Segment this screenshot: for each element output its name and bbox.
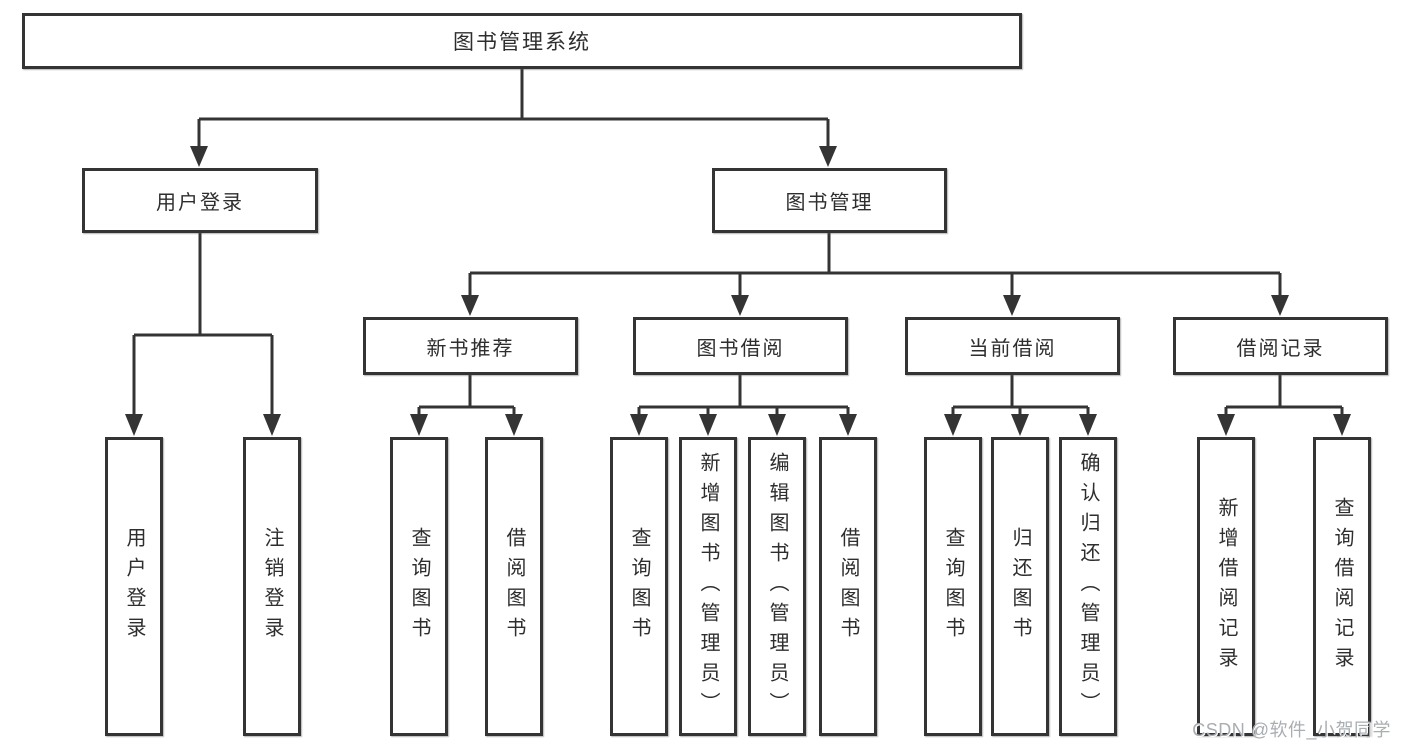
node-book-borrowing-label: 图书借阅 [696,337,785,360]
connector-root-to-level2 [190,69,837,167]
leaf-query-books-current: 查询图书 [924,437,982,736]
leaf-add-borrow-record-label: 新增借阅记录 [1215,496,1237,677]
leaf-add-books-admin-label: 新增图书（管理员） [697,451,719,722]
leaf-edit-books-admin-label: 编辑图书（管理员） [766,451,788,722]
connector-user-login-to-leaves [125,232,281,436]
leaf-query-books-recommend-label: 查询图书 [408,526,430,647]
csdn-watermark: CSDN @软件_小贺同学 [1192,720,1391,740]
connector-borrowing-records-to-leaves [1217,375,1351,436]
leaf-user-login-label: 用户登录 [123,526,145,647]
leaf-edit-books-admin: 编辑图书（管理员） [748,437,806,736]
node-current-borrowing: 当前借阅 [905,317,1120,375]
node-borrowing-records-label: 借阅记录 [1236,337,1325,360]
leaf-confirm-return-admin-label: 确认归还（管理员） [1077,451,1099,722]
connector-new-book-recommend-to-leaves [410,375,523,436]
node-book-management: 图书管理 [712,168,947,233]
node-current-borrowing-label: 当前借阅 [968,337,1057,360]
leaf-borrow-books-borrowing-label: 借阅图书 [837,526,859,647]
node-book-borrowing: 图书借阅 [633,317,848,375]
node-book-management-label: 图书管理 [785,192,874,214]
leaf-confirm-return-admin: 确认归还（管理员） [1059,437,1117,736]
node-library-management-system: 图书管理系统 [22,13,1022,69]
leaf-add-borrow-record: 新增借阅记录 [1197,437,1255,736]
node-borrowing-records: 借阅记录 [1173,317,1388,375]
leaf-query-books-borrowing: 查询图书 [610,437,668,736]
connector-book-management-to-level3 [461,232,1289,316]
connector-book-borrowing-to-leaves [630,375,857,436]
node-library-management-system-label: 图书管理系统 [453,31,591,54]
connector-current-borrowing-to-leaves [944,375,1097,436]
leaf-borrow-books-recommend-label: 借阅图书 [503,526,525,647]
node-user-login-label: 用户登录 [156,192,244,214]
leaf-query-books-current-label: 查询图书 [942,526,964,647]
leaf-return-books: 归还图书 [991,437,1049,736]
node-new-book-recommend: 新书推荐 [363,317,578,375]
leaf-query-books-borrowing-label: 查询图书 [628,526,650,647]
leaf-user-login: 用户登录 [105,437,163,736]
leaf-logout-label: 注销登录 [261,526,283,647]
node-user-login: 用户登录 [82,168,318,233]
leaf-query-books-recommend: 查询图书 [390,437,448,736]
leaf-add-books-admin: 新增图书（管理员） [679,437,737,736]
leaf-return-books-label: 归还图书 [1009,526,1031,647]
node-new-book-recommend-label: 新书推荐 [426,337,515,360]
leaf-borrow-books-borrowing: 借阅图书 [819,437,877,736]
leaf-query-borrow-record-label: 查询借阅记录 [1331,496,1353,677]
leaf-query-borrow-record: 查询借阅记录 [1313,437,1371,736]
leaf-logout: 注销登录 [243,437,301,736]
leaf-borrow-books-recommend: 借阅图书 [485,437,543,736]
